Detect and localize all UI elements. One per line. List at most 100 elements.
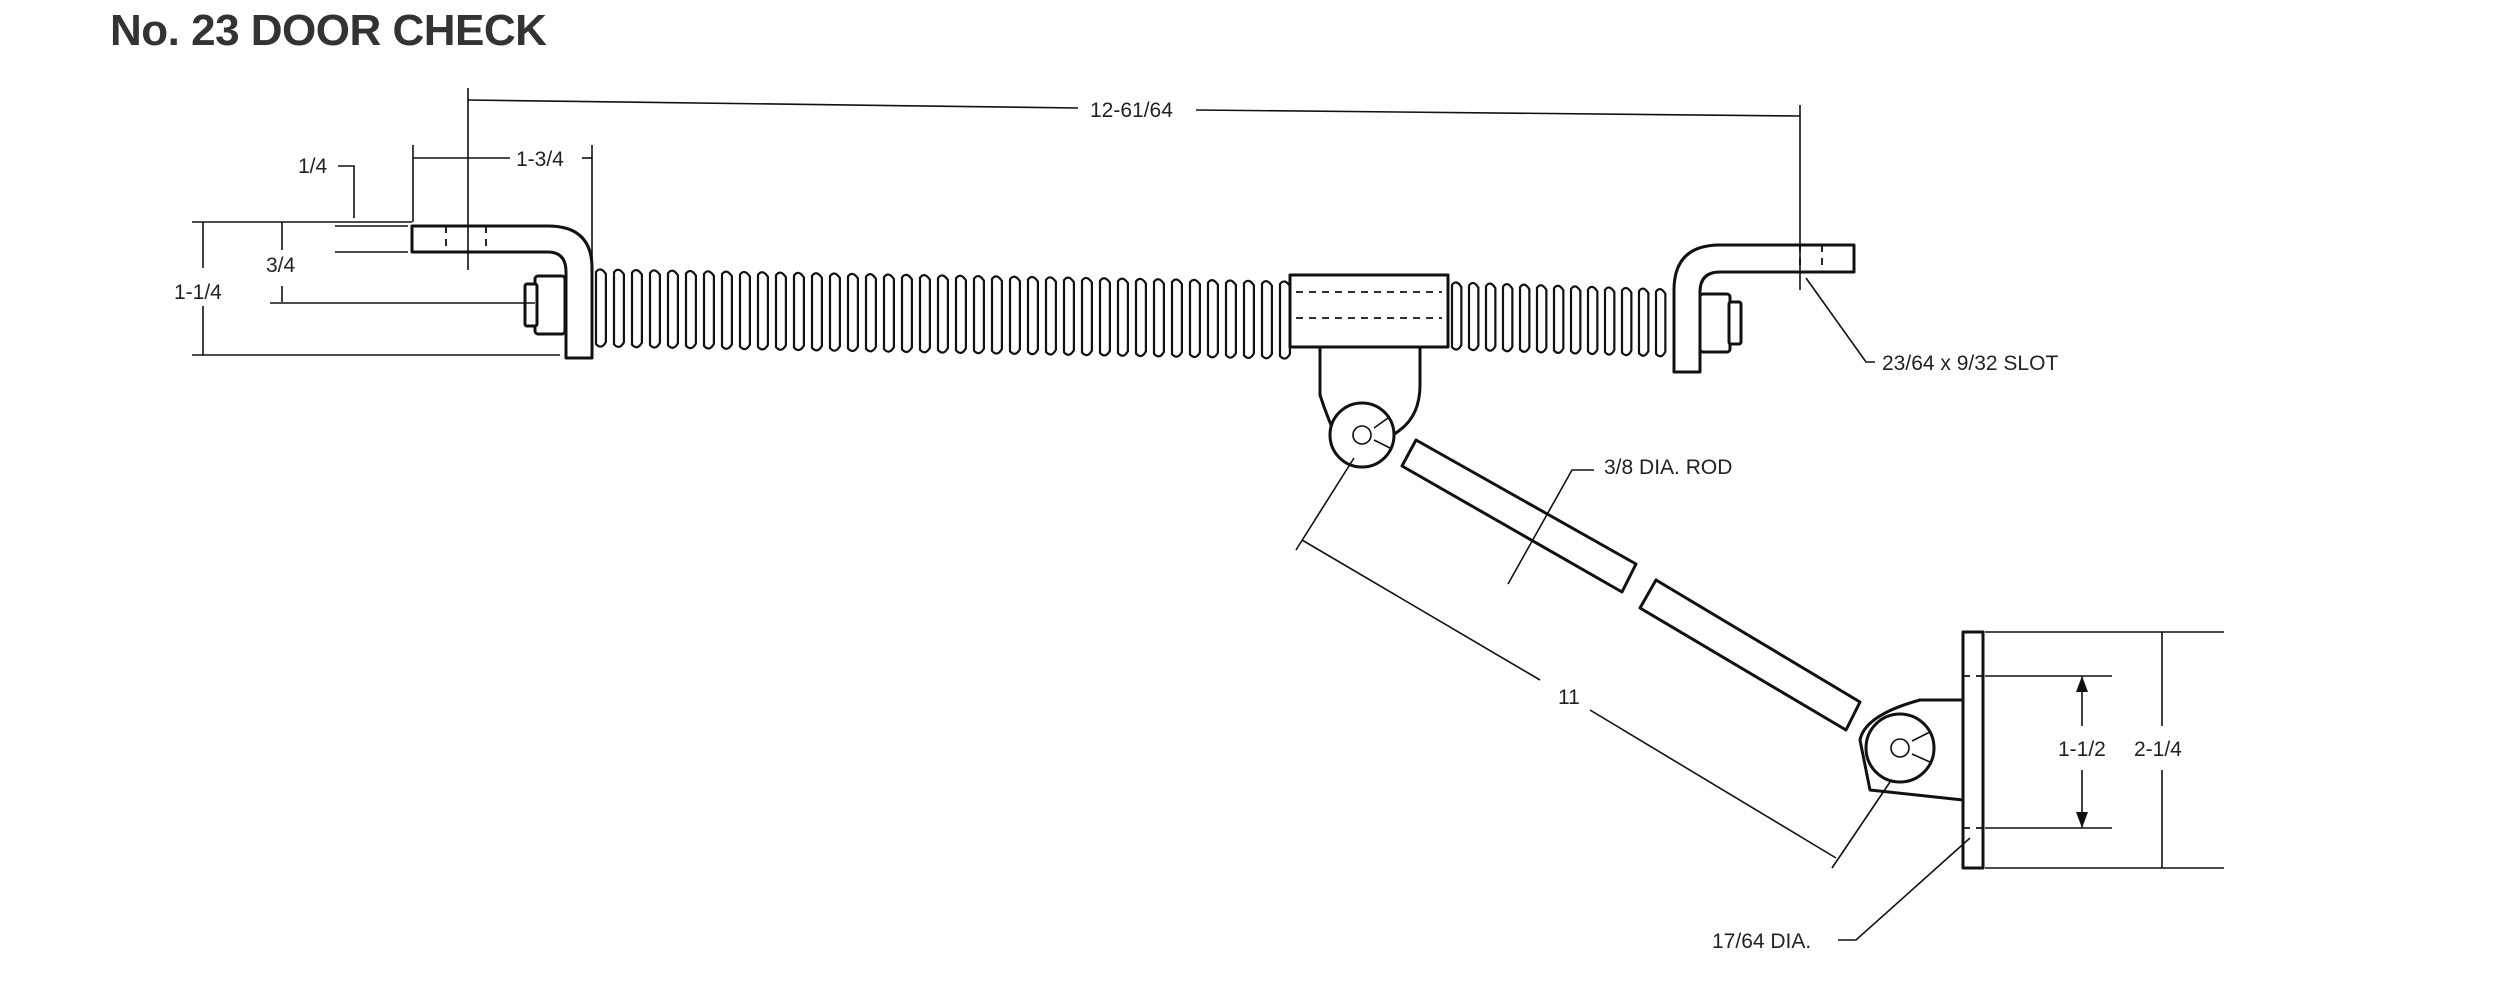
spring-right <box>1450 281 1667 358</box>
callout-rod-label: 3/8 DIA. ROD <box>1604 456 1732 479</box>
spring-right-turn-11 <box>1637 287 1650 357</box>
spring-left-turn-13 <box>828 272 841 352</box>
dim-hole-spacing-label: 1-1/2 <box>2058 738 2106 761</box>
dim-line-left <box>467 99 1079 109</box>
spring-left-turn-31 <box>1152 278 1165 358</box>
rod-lower-segment <box>1638 578 1862 732</box>
spring-left-turn-5 <box>684 269 697 350</box>
spring-left-turn-4 <box>666 269 679 349</box>
spring-left-turn-35 <box>1224 279 1237 359</box>
spring-left-turn-36 <box>1242 279 1255 359</box>
dim-hole-spacing-arrows <box>2076 676 2088 828</box>
lower-pivot-pin <box>1890 738 1910 758</box>
spring-left-turn-2 <box>630 269 643 349</box>
spring-right-turn-9 <box>1603 286 1616 356</box>
lower-cotter-pin <box>1911 731 1931 763</box>
rod-upper-segment <box>1400 438 1638 594</box>
spring-left-turn-14 <box>846 272 859 353</box>
dim-arm-length-label: 11 <box>1558 686 1580 709</box>
spring-left-turn-0 <box>594 268 607 348</box>
dim-hook-offset-label: 1-3/4 <box>516 148 564 171</box>
spring-left-turn-10 <box>774 271 787 351</box>
floor-plate <box>1961 630 1985 870</box>
callout-rod: 3/8 DIA. ROD <box>1507 456 1732 585</box>
callout-hole: 17/64 DIA. <box>1712 837 1971 953</box>
spring-left-turn-11 <box>792 271 805 352</box>
spring-right-turn-10 <box>1620 286 1633 357</box>
right-hook-bracket <box>1672 243 1856 374</box>
spring-right-turn-1 <box>1467 281 1480 352</box>
dim-overall-length-label: 12-61/64 <box>1090 99 1173 122</box>
spring-right-turn-5 <box>1535 284 1548 354</box>
spring-right-turn-2 <box>1484 282 1497 352</box>
callout-hole-leader <box>1838 837 1971 941</box>
dim-hook-thickness-leader <box>338 165 355 218</box>
dim-hook-thickness: 1/4 <box>298 155 408 253</box>
dim-hook-thickness-label: 1/4 <box>298 155 328 178</box>
spring-left-turn-32 <box>1170 278 1183 358</box>
spring-left-turn-22 <box>990 275 1003 355</box>
center-clevis-collar <box>1288 273 1450 349</box>
spring-left-turn-21 <box>972 275 985 355</box>
dim-hook-heights: 3/4 1-1/4 <box>174 221 560 356</box>
left-hook-bracket <box>410 224 594 360</box>
dim-arm-length: 11 <box>1295 457 1891 869</box>
spring-left-turn-30 <box>1134 277 1147 358</box>
spring-left-turn-28 <box>1098 277 1111 357</box>
spring-left-turn-34 <box>1206 279 1219 359</box>
left-bolt-end <box>523 282 539 328</box>
spring-left-turn-18 <box>918 274 931 354</box>
callout-hole-label: 17/64 DIA. <box>1712 930 1811 953</box>
dim-arm-line-lower <box>1589 709 1837 859</box>
spring-left-turn-26 <box>1062 276 1075 356</box>
upper-pivot-pin <box>1352 425 1372 445</box>
callout-slot-label: 23/64 x 9/32 SLOT <box>1882 352 2058 375</box>
dim-line-right <box>1195 109 1801 117</box>
spring-right-turn-3 <box>1501 283 1514 353</box>
dim-overall-height-label: 1-1/4 <box>174 281 222 304</box>
right-nut <box>1698 292 1732 354</box>
spring-left-turn-33 <box>1188 278 1201 359</box>
dim-inner-height-label: 3/4 <box>266 254 296 277</box>
spring-left-turn-29 <box>1116 277 1129 357</box>
spring-right-turn-12 <box>1654 288 1667 358</box>
spring-left-turn-6 <box>702 270 715 350</box>
callout-slot: 23/64 x 9/32 SLOT <box>1805 277 2058 375</box>
spring-left-turn-19 <box>936 274 949 354</box>
spring-left-turn-38 <box>1278 280 1291 360</box>
dim-arm-line-upper <box>1301 539 1541 681</box>
dim-hook-offset: 1-3/4 <box>412 145 593 260</box>
spring-left-turn-7 <box>720 270 733 350</box>
spring-left-turn-24 <box>1026 275 1039 356</box>
spring-left-turn-25 <box>1044 276 1057 356</box>
spring-left-turn-9 <box>756 271 769 351</box>
upper-cotter-pin <box>1373 417 1391 449</box>
ext-arm-lower <box>1831 781 1891 869</box>
spring-left-turn-3 <box>648 269 661 349</box>
right-hook-body <box>1672 243 1856 374</box>
spring-left-turn-27 <box>1080 276 1093 357</box>
spring-left-turn-1 <box>612 268 625 348</box>
spring-right-turn-6 <box>1552 284 1565 354</box>
left-hook-body <box>410 224 594 360</box>
right-bolt-end <box>1727 300 1743 346</box>
callout-slot-leader <box>1805 277 1875 363</box>
dim-bracket-hole-spacing: 1-1/2 <box>1985 675 2112 829</box>
lower-pivot-eye <box>1864 712 1936 784</box>
spring-right-turn-0 <box>1450 281 1463 351</box>
spring-left-turn-20 <box>954 274 967 354</box>
spring-left-turn-37 <box>1260 280 1273 360</box>
spring-right-turn-7 <box>1569 285 1582 355</box>
spring-left-turn-23 <box>1008 275 1021 355</box>
callout-rod-leader <box>1507 469 1594 585</box>
spring-right-turn-8 <box>1586 285 1599 356</box>
dim-bracket-height-label: 2-1/4 <box>2134 738 2182 761</box>
upper-pivot-eye <box>1328 401 1396 469</box>
spring-left-turn-16 <box>882 273 895 353</box>
left-nut <box>533 274 567 336</box>
spring-left-turn-15 <box>864 273 877 353</box>
floor-bracket <box>1858 630 1985 870</box>
ext-arm-upper <box>1295 457 1355 551</box>
